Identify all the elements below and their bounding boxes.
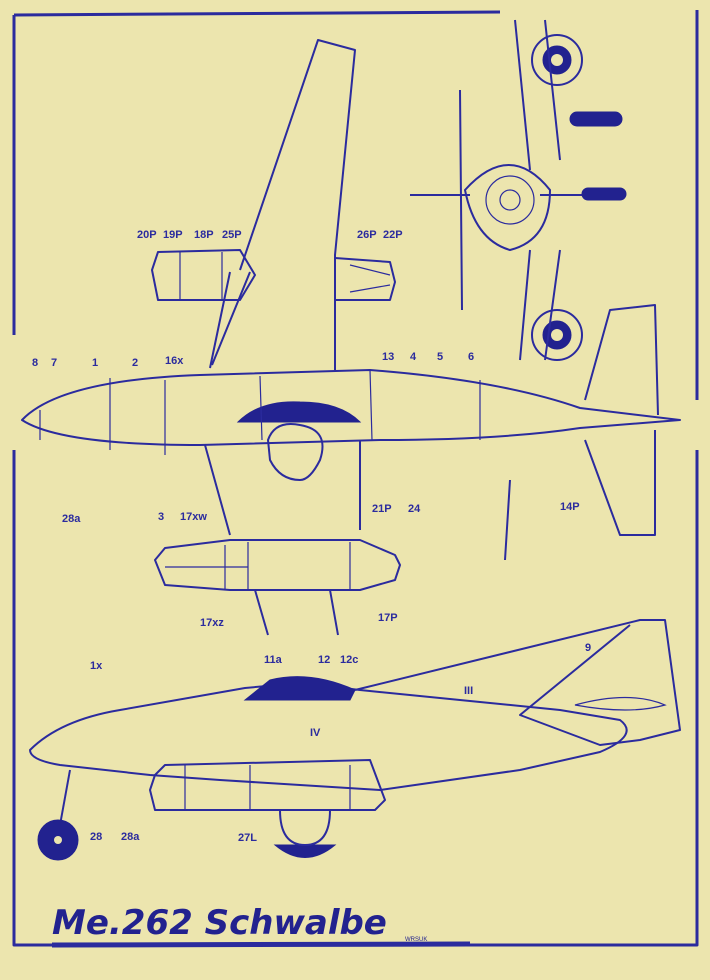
label: 28: [90, 831, 102, 843]
label: 21P: [372, 503, 392, 515]
label: 28a: [121, 831, 140, 843]
label: 9: [585, 642, 591, 654]
label: 12c: [340, 654, 358, 666]
upper-wing: [151, 39, 396, 370]
label: 16x: [165, 355, 184, 367]
label: 7: [51, 357, 57, 369]
label: 1x: [90, 660, 103, 672]
front-view: [410, 19, 627, 361]
label: III: [464, 685, 473, 697]
label: 17xw: [180, 511, 207, 523]
label: 8: [32, 357, 38, 369]
side-view: [29, 619, 681, 861]
label: 3: [158, 511, 164, 523]
label: 25P: [222, 229, 242, 241]
label: 22P: [383, 229, 403, 241]
label: IV: [310, 727, 321, 739]
label: 1: [92, 357, 98, 369]
label: 2: [132, 357, 138, 369]
signature: WRSUK: [405, 937, 427, 943]
label: 12: [318, 654, 330, 666]
label: 17xz: [200, 617, 224, 629]
fuselage-top-view: [21, 304, 681, 636]
label: 11a: [264, 654, 283, 666]
label: 20P: [137, 229, 157, 241]
label: 19P: [163, 229, 183, 241]
title: Me.262 Schwalbe: [52, 903, 387, 943]
label: 26P: [357, 229, 377, 241]
label: 18P: [194, 229, 214, 241]
label: 24: [408, 503, 421, 515]
label: 17P: [378, 612, 398, 624]
part-labels: 20P 19P 18P 25P 26P 22P 8 7 1 2 16x 13 4…: [32, 229, 591, 844]
label: 6: [468, 351, 474, 363]
label: 14P: [560, 501, 580, 513]
label: 28a: [62, 513, 81, 525]
label: 27L: [238, 832, 257, 844]
label: 4: [410, 351, 417, 363]
frame: [12, 10, 699, 947]
label: 5: [437, 351, 443, 363]
label: 13: [382, 351, 394, 363]
